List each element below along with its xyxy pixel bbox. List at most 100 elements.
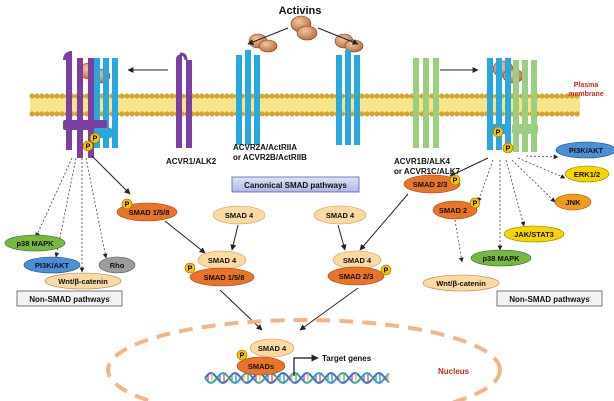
lipid-head [364, 111, 370, 117]
lipid-head [324, 93, 330, 99]
lipid-head [264, 93, 270, 99]
lipid-head [49, 93, 55, 99]
lipid-head [139, 111, 145, 117]
target-genes-arrow [293, 354, 319, 376]
left-pi3k-label: PI3K/AKT [35, 261, 70, 270]
lipid-head [464, 111, 470, 117]
smad23-pill [403, 174, 461, 194]
lipid-head [294, 93, 300, 99]
right-p38-label: p38 MAPK [482, 254, 520, 263]
lipid-head [229, 93, 235, 99]
left-p38-label: p38 MAPK [16, 239, 54, 248]
phospho-complex-right-label: P [384, 268, 389, 275]
left-nonsmad-arrows [35, 157, 108, 273]
phospho-left-1-label: P [86, 144, 91, 151]
lipid-head [284, 111, 290, 117]
lipid-head [274, 93, 280, 99]
lipid-head [374, 111, 380, 117]
phospho-complex-left [184, 262, 196, 274]
arrow-to-smad23 [449, 157, 489, 177]
lipid-head [564, 111, 570, 117]
lipid-head [309, 111, 315, 117]
lipid-head [199, 93, 205, 99]
lipid-head [319, 93, 325, 99]
lipid-head [149, 93, 155, 99]
lipid-head [539, 111, 545, 117]
lipid-head [359, 111, 365, 117]
smad158-label: SMAD 1/5/8 [129, 208, 170, 217]
lipid-head [479, 93, 485, 99]
lipid-head [149, 111, 155, 117]
lipid-head [449, 93, 455, 99]
acvr1b-label-1: ACVR1B/ALK4 [394, 157, 451, 166]
phospho-smad23-label: P [453, 178, 458, 185]
membrane-label-1: Plasma [574, 82, 599, 89]
smad158-pill [116, 202, 178, 222]
lipid-head [574, 111, 580, 117]
right-erk-label: ERK1/2 [574, 170, 600, 179]
lipid-head [284, 93, 290, 99]
lipid-head [554, 111, 560, 117]
acvr1b-label-2: or ACVR1C/ALK7 [394, 167, 460, 176]
complex-right-smad23 [327, 266, 385, 286]
lipid-head [289, 111, 295, 117]
smad4-left-label: SMAD 4 [225, 211, 254, 220]
nucleus-smad4-pill [249, 338, 295, 358]
right-jnk-label: JNK [565, 198, 581, 207]
lipid-head [139, 93, 145, 99]
lipid-head [359, 93, 365, 99]
left-p38-pill [4, 234, 66, 252]
acvr2-label-1: ACVR2A/ActRIIA [233, 143, 297, 152]
lipid-head [564, 93, 570, 99]
lipid-head [544, 93, 550, 99]
lipid-head [569, 93, 575, 99]
lipid-head [394, 111, 400, 117]
lipid-head [199, 111, 205, 117]
lipid-head [369, 93, 375, 99]
lipid-head [49, 111, 55, 117]
lipid-head [59, 93, 65, 99]
right-p38-pill [470, 249, 532, 267]
lipid-head [224, 93, 230, 99]
lipid-head [134, 93, 140, 99]
lipid-head [459, 93, 465, 99]
lipid-head [119, 93, 125, 99]
phospho-smad2-label: P [473, 201, 478, 208]
lipid-head [394, 93, 400, 99]
lipid-head [44, 93, 50, 99]
lipid-head [464, 93, 470, 99]
plasma-membrane [29, 93, 580, 117]
lipid-head [159, 93, 165, 99]
acvr1-label: ACVR1/ALK2 [166, 157, 217, 166]
phospho-left-1 [82, 140, 94, 152]
phospho-complex-left-label: P [188, 266, 193, 273]
lipid-head [144, 93, 150, 99]
lipid-head [164, 93, 170, 99]
lipid-head [389, 93, 395, 99]
lipid-head [54, 93, 60, 99]
lipid-head [269, 111, 275, 117]
phospho-smad2 [469, 197, 481, 209]
right-nonsmad-box [496, 290, 603, 307]
left-wnt-pill [44, 272, 122, 290]
lipid-head [29, 111, 35, 117]
lipid-head [329, 111, 335, 117]
activin-ligands [78, 15, 524, 84]
lipid-head [474, 93, 480, 99]
complex-left-smad158 [189, 267, 255, 287]
lipid-head [39, 111, 45, 117]
lipid-head [384, 111, 390, 117]
lipid-head [129, 111, 135, 117]
target-genes-label: Target genes [322, 354, 372, 363]
lipid-head [34, 111, 40, 117]
smad2-label: SMAD 2 [439, 206, 467, 215]
lipid-head [569, 111, 575, 117]
smad2-pill [432, 200, 478, 220]
phospho-nucleus-label: P [240, 353, 245, 360]
left-receptor-complex [63, 51, 118, 158]
lipid-head [219, 93, 225, 99]
lipid-head [154, 93, 160, 99]
arrow-to-smad2 [477, 159, 494, 203]
lipid-head [124, 111, 130, 117]
lipid-head [404, 111, 410, 117]
